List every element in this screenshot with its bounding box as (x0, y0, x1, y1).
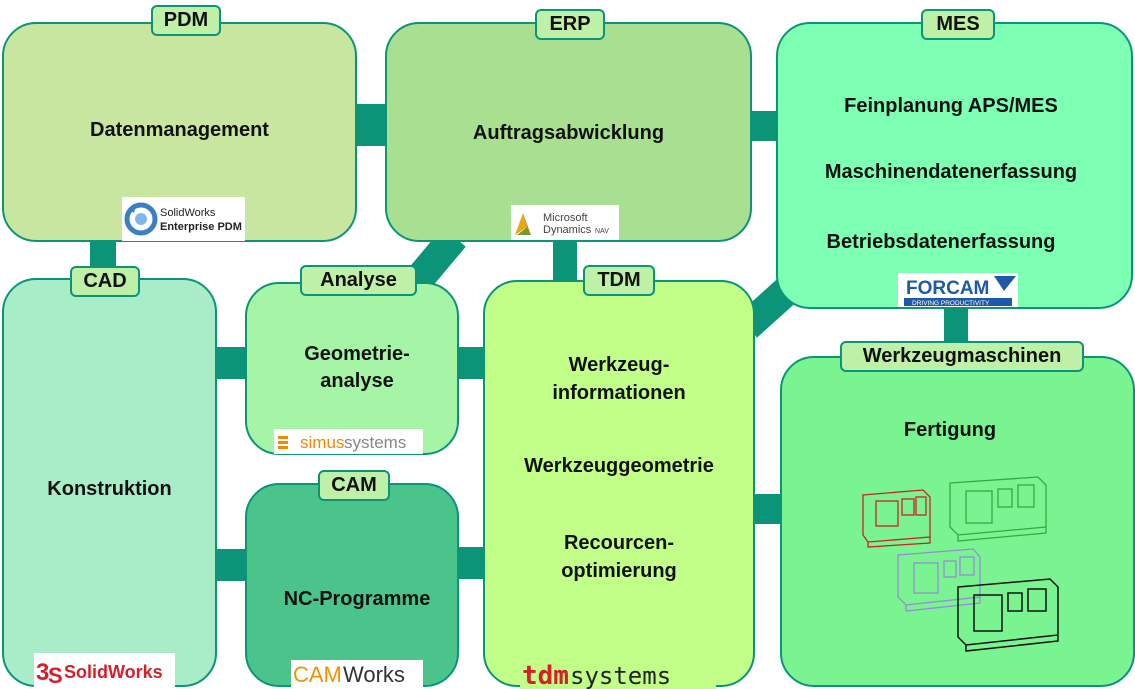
machine-tool-icon (862, 476, 1059, 652)
pdm-logo-line1: SolidWorks (160, 207, 216, 219)
connector-pdm-erp (355, 104, 387, 146)
mes-tag: MES (921, 9, 995, 40)
connector-analyse-tdm (457, 347, 485, 379)
wzm-label: Fertigung (903, 419, 997, 441)
mes-line-2: Maschinendatenerfassung (824, 161, 1078, 183)
erp-tag: ERP (535, 9, 605, 40)
erp-label: Auftragsabwicklung (472, 122, 665, 144)
analyse-tag: Analyse (300, 265, 417, 296)
simus-systems-logo: simus systems (274, 429, 423, 454)
mes-box (776, 22, 1133, 309)
cad-box (2, 278, 217, 687)
tdm-logo-part2: systems (570, 662, 671, 689)
wzm-tag: Werkzeugmaschinen (840, 341, 1084, 372)
connector-cam-tdm (457, 547, 485, 579)
cad-label: Konstruktion (47, 478, 172, 500)
analyse-box (245, 282, 459, 455)
cam-tag: CAM (318, 470, 390, 501)
connector-mes-wzm (944, 305, 968, 343)
connector-erp-mes (750, 111, 780, 141)
tdm-line-1: Werkzeug- (568, 354, 670, 376)
mes-line-1: Feinplanung APS/MES (844, 95, 1058, 117)
tdm-tag: TDM (583, 265, 655, 296)
solidworks-logo-text: SolidWorks (64, 662, 163, 682)
erp-logo-line2: Dynamics (543, 224, 592, 236)
camworks-logo: CAM Works (291, 660, 423, 688)
forcam-logo-name: FORCAM (906, 278, 989, 299)
connector-cad-analyse (215, 347, 247, 379)
cad-tag: CAD (70, 266, 140, 297)
tdm-logo-part1: tdm (522, 661, 569, 689)
erp-logo-line1: Microsoft (543, 212, 588, 224)
analyse-line-2: analyse (320, 370, 394, 392)
svg-text:S: S (48, 663, 63, 688)
microsoft-dynamics-logo: Microsoft Dynamics NAV (511, 205, 619, 240)
connector-pdm-cad (90, 240, 116, 268)
camworks-logo-part1: CAM (293, 662, 342, 687)
simus-logo-part1: simus (300, 433, 344, 452)
pdm-tag: PDM (151, 5, 221, 36)
tdm-line-3: Werkzeuggeometrie (524, 455, 714, 477)
mes-line-3: Betriebsdatenerfassung (826, 231, 1056, 253)
camworks-logo-part2: Works (343, 662, 405, 687)
analyse-line-1: Geometrie- (304, 343, 410, 365)
tdm-line-5: optimierung (561, 560, 677, 582)
simus-logo-part2: systems (344, 433, 406, 452)
pdm-label: Datenmanagement (90, 119, 269, 141)
forcam-logo-tagline: DRIVING PRODUCTIVITY (912, 300, 990, 307)
connector-cad-cam (215, 549, 247, 581)
erp-logo-suffix: NAV (595, 228, 609, 235)
connector-tdm-wzm (752, 494, 784, 524)
pdm-logo-line2: Enterprise PDM (160, 221, 242, 233)
solidworks-pdm-logo: SolidWorks Enterprise PDM (122, 197, 245, 241)
tdm-line-2: informationen (552, 382, 686, 404)
tdm-line-4: Recourcen- (563, 532, 675, 554)
svg-text:3: 3 (36, 659, 49, 686)
connector-erp-tdm (553, 240, 577, 282)
tdm-box (483, 280, 755, 687)
tdm-systems-logo: tdm systems (520, 661, 716, 689)
solidworks-logo: 3 S SolidWorks (34, 653, 175, 688)
cam-label: NC-Programme (283, 588, 431, 610)
forcam-logo: FORCAM DRIVING PRODUCTIVITY (898, 273, 1018, 307)
